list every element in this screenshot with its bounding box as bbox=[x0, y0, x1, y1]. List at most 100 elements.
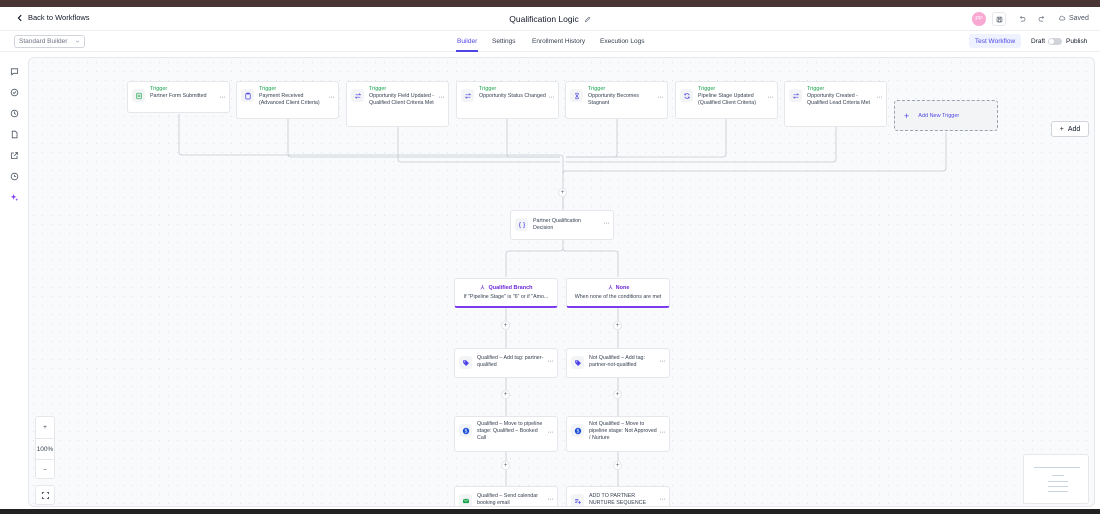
action-node[interactable]: Qualified – Send calendar booking email … bbox=[454, 486, 558, 506]
action-node[interactable]: ADD TO PARTNER NURTURE SEQUENCE ··· bbox=[566, 486, 670, 506]
add-step-button[interactable]: + bbox=[501, 321, 510, 330]
chevron-left-icon bbox=[17, 14, 22, 21]
trigger-label: Opportunity Created - Qualified Lead Cri… bbox=[807, 93, 871, 106]
add-new-trigger-button[interactable]: + Add New Trigger bbox=[894, 100, 998, 131]
minimap-node bbox=[1048, 481, 1068, 482]
more-options-icon[interactable]: ··· bbox=[547, 358, 554, 365]
tab-settings[interactable]: Settings bbox=[492, 38, 516, 45]
fit-view-button[interactable] bbox=[35, 485, 55, 505]
add-label: Add bbox=[1067, 125, 1081, 133]
more-options-icon[interactable]: ··· bbox=[767, 94, 774, 101]
more-options-icon[interactable]: ··· bbox=[548, 94, 555, 101]
more-options-icon[interactable]: ··· bbox=[547, 496, 554, 503]
cloud-icon bbox=[1058, 15, 1066, 21]
trigger-label: Opportunity Status Changed bbox=[479, 93, 546, 99]
builder-mode-value: Standard Builder bbox=[19, 38, 68, 45]
action-node[interactable]: Not Qualified – Add tag: partner-not-qua… bbox=[566, 348, 670, 378]
rail-versions[interactable] bbox=[9, 171, 19, 181]
zoom-controls: + 100% − bbox=[35, 416, 55, 479]
more-options-icon[interactable]: ··· bbox=[438, 94, 445, 101]
action-node[interactable]: $ Qualified – Move to pipeline stage: Qu… bbox=[454, 416, 558, 452]
action-node[interactable]: $ Not Qualified – Move to pipeline stage… bbox=[566, 416, 670, 452]
more-options-icon[interactable]: ··· bbox=[657, 94, 664, 101]
branch-icon bbox=[480, 285, 485, 290]
builder-mode-select[interactable]: Standard Builder bbox=[14, 35, 85, 48]
more-options-icon[interactable]: ··· bbox=[876, 94, 883, 101]
trigger-kind: Trigger bbox=[479, 86, 497, 92]
decision-node[interactable]: Partner Qualification Decision ··· bbox=[510, 210, 614, 240]
rail-history[interactable] bbox=[9, 108, 19, 118]
add-step-button[interactable]: + bbox=[613, 461, 622, 470]
more-options-icon[interactable]: ··· bbox=[328, 94, 335, 101]
tab-enrollment-history[interactable]: Enrollment History bbox=[532, 38, 586, 45]
undo-button[interactable] bbox=[1017, 14, 1027, 24]
svg-text:$: $ bbox=[464, 428, 467, 434]
avatar[interactable]: PP bbox=[972, 12, 986, 26]
trigger-label: Payment Received (Advanced Client Criter… bbox=[259, 93, 320, 106]
rail-notes[interactable] bbox=[9, 129, 19, 139]
left-rail bbox=[0, 52, 28, 509]
more-options-icon[interactable]: ··· bbox=[547, 429, 554, 436]
publish-toggle[interactable] bbox=[1048, 38, 1062, 45]
document-icon bbox=[11, 130, 17, 138]
more-options-icon[interactable]: ··· bbox=[603, 220, 610, 227]
action-label: Qualified – Send calendar booking email bbox=[477, 493, 538, 506]
branch-qualified[interactable]: Qualified Branch If "Pipeline Stage" is … bbox=[454, 278, 558, 308]
expand-icon bbox=[41, 491, 49, 499]
redo-button[interactable] bbox=[1037, 14, 1047, 24]
plus-icon: + bbox=[1059, 125, 1064, 133]
add-node-button[interactable]: + Add bbox=[1051, 121, 1089, 137]
action-node[interactable]: Qualified – Add tag: partner-qualified ·… bbox=[454, 348, 558, 378]
more-options-icon[interactable]: ··· bbox=[219, 94, 226, 101]
history-icon bbox=[10, 172, 18, 180]
tab-execution-logs[interactable]: Execution Logs bbox=[600, 38, 645, 45]
header-bar: Back to Workflows Qualification Logic PP… bbox=[0, 7, 1100, 31]
hourglass-icon bbox=[570, 89, 583, 102]
more-options-icon[interactable]: ··· bbox=[659, 496, 666, 503]
pencil-icon[interactable] bbox=[584, 16, 591, 23]
rail-share[interactable] bbox=[9, 150, 19, 160]
clock-icon bbox=[10, 109, 18, 117]
refresh-icon bbox=[680, 89, 693, 102]
action-label: Not Qualified – Move to pipeline stage: … bbox=[589, 421, 657, 441]
add-step-button[interactable]: + bbox=[613, 321, 622, 330]
test-workflow-button[interactable]: Test Workflow bbox=[969, 34, 1021, 48]
more-options-icon[interactable]: ··· bbox=[659, 429, 666, 436]
rail-comments[interactable] bbox=[9, 66, 19, 76]
saved-status: Saved bbox=[1058, 14, 1089, 22]
add-step-button[interactable]: + bbox=[501, 461, 510, 470]
save-template-button[interactable] bbox=[992, 12, 1006, 26]
tag-icon bbox=[571, 356, 584, 369]
rail-ai-assistant[interactable] bbox=[9, 192, 19, 202]
trigger-kind: Trigger bbox=[807, 86, 825, 92]
dollar-icon: $ bbox=[459, 424, 472, 437]
zoom-in-button[interactable]: + bbox=[43, 424, 47, 431]
minimap[interactable] bbox=[1023, 454, 1089, 504]
tab-builder[interactable]: Builder bbox=[455, 38, 479, 52]
add-step-button[interactable]: + bbox=[501, 390, 510, 399]
add-step-button[interactable]: + bbox=[613, 390, 622, 399]
save-icon bbox=[996, 16, 1002, 22]
branch-desc: If "Pipeline Stage" is "6" or if "Amo... bbox=[463, 294, 549, 300]
more-options-icon[interactable]: ··· bbox=[659, 358, 666, 365]
zoom-out-button[interactable]: − bbox=[36, 459, 54, 480]
rail-tasks[interactable] bbox=[9, 87, 19, 97]
back-to-workflows-link[interactable]: Back to Workflows bbox=[16, 13, 90, 22]
swap-icon bbox=[789, 89, 802, 102]
trigger-kind: Trigger bbox=[150, 86, 168, 92]
check-circle-icon bbox=[10, 88, 18, 96]
dollar-icon: $ bbox=[571, 424, 584, 437]
branch-none[interactable]: None When none of the conditions are met bbox=[566, 278, 670, 308]
add-step-button[interactable]: + bbox=[558, 188, 567, 197]
external-link-icon bbox=[10, 151, 18, 159]
window-top-strip bbox=[0, 0, 1100, 7]
sparkle-icon bbox=[10, 193, 18, 201]
